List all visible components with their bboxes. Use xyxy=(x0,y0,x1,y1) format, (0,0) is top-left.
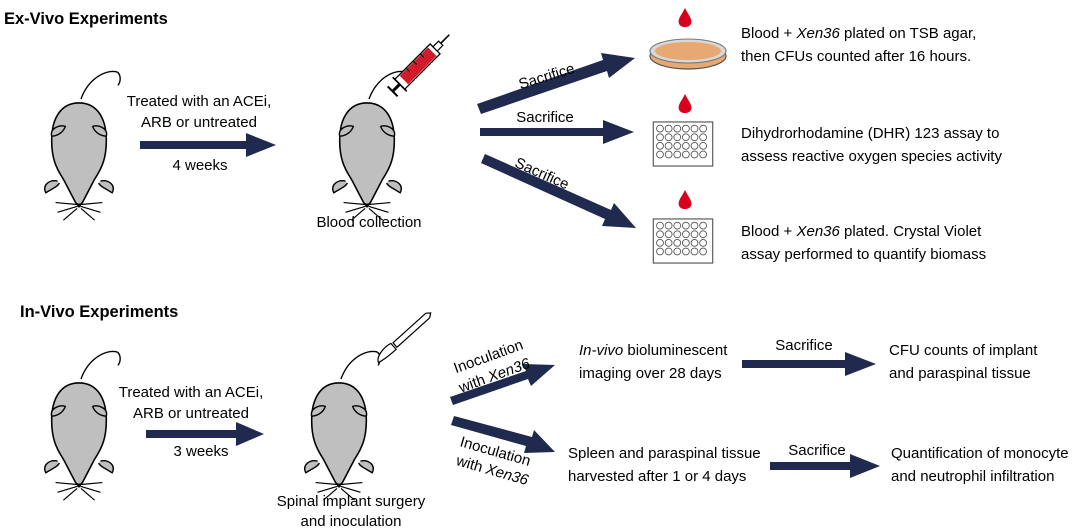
harvest-line1: Spleen and paraspinal tissue xyxy=(568,445,761,462)
in-vivo-duration: 3 weeks xyxy=(173,443,228,460)
ex-vivo-treatment-arrow xyxy=(140,133,276,157)
sacrifice-arrow-top: Sacrifice xyxy=(477,53,635,114)
blood-drop-icon xyxy=(678,189,692,210)
surgery-line1: Spinal implant surgery xyxy=(277,493,426,510)
result-infiltration-line2: and neutrophil infiltration xyxy=(891,468,1054,485)
in-vivo-heading: In-Vivo Experiments xyxy=(20,303,178,321)
imaging-line2: imaging over 28 days xyxy=(579,365,722,382)
blood-drop-icon xyxy=(678,93,692,114)
inoculation-arrow-bottom: Inoculation with Xen36 xyxy=(451,416,555,489)
sacrifice-label: Sacrifice xyxy=(788,442,846,459)
assay-2-line2: assess reactive oxygen species activity xyxy=(741,148,1002,165)
sacrifice-arrow-imaging xyxy=(742,352,876,376)
assay-3-line2: assay performed to quantify biomass xyxy=(741,246,986,263)
well-plate-icon xyxy=(652,218,714,264)
sacrifice-arrow-bottom: Sacrifice xyxy=(481,154,636,228)
surgery-line2: and inoculation xyxy=(301,513,402,530)
in-vivo-treatment-line1: Treated with an ACEi, xyxy=(119,384,264,401)
ex-vivo-duration: 4 weeks xyxy=(172,157,227,174)
assay-3-line1: Blood + Xen36 plated. Crystal Violet xyxy=(741,223,982,240)
in-vivo-treatment-arrow xyxy=(146,422,264,446)
blood-drop-icon xyxy=(678,7,692,28)
assay-1-line1: Blood + Xen36 plated on TSB agar, xyxy=(741,25,976,42)
sacrifice-arrow-harvest xyxy=(770,454,880,478)
imaging-line1: In-vivo bioluminescent xyxy=(579,342,728,359)
sacrifice-arrow-middle: Sacrifice xyxy=(480,109,634,144)
ex-vivo-treatment-line1: Treated with an ACEi, xyxy=(127,93,272,110)
sacrifice-label: Sacrifice xyxy=(516,109,574,126)
syringe-icon xyxy=(386,34,450,98)
result-infiltration-line1: Quantification of monocyte xyxy=(891,445,1069,462)
mouse-icon xyxy=(331,70,409,221)
result-cfu-line2: and paraspinal tissue xyxy=(889,365,1031,382)
mouse-icon xyxy=(303,350,381,501)
assay-1-line2: then CFUs counted after 16 hours. xyxy=(741,48,971,65)
result-cfu-line1: CFU counts of implant xyxy=(889,342,1038,359)
ex-vivo-treatment-line2: ARB or untreated xyxy=(141,114,257,131)
mouse-icon xyxy=(43,70,121,221)
well-plate-icon xyxy=(652,121,714,167)
blood-collection-label: Blood collection xyxy=(316,214,421,231)
harvest-line2: harvested after 1 or 4 days xyxy=(568,468,746,485)
petri-dish-icon xyxy=(649,38,727,70)
mouse-icon xyxy=(43,350,121,501)
assay-2-line1: Dihydrorhodamine (DHR) 123 assay to xyxy=(741,125,999,142)
scalpel-icon xyxy=(377,312,432,364)
in-vivo-treatment-line2: ARB or untreated xyxy=(133,405,249,422)
sacrifice-label: Sacrifice xyxy=(775,337,833,354)
ex-vivo-heading: Ex-Vivo Experiments xyxy=(4,10,168,28)
inoculation-arrow-top: Inoculation with Xen36 xyxy=(450,336,555,405)
